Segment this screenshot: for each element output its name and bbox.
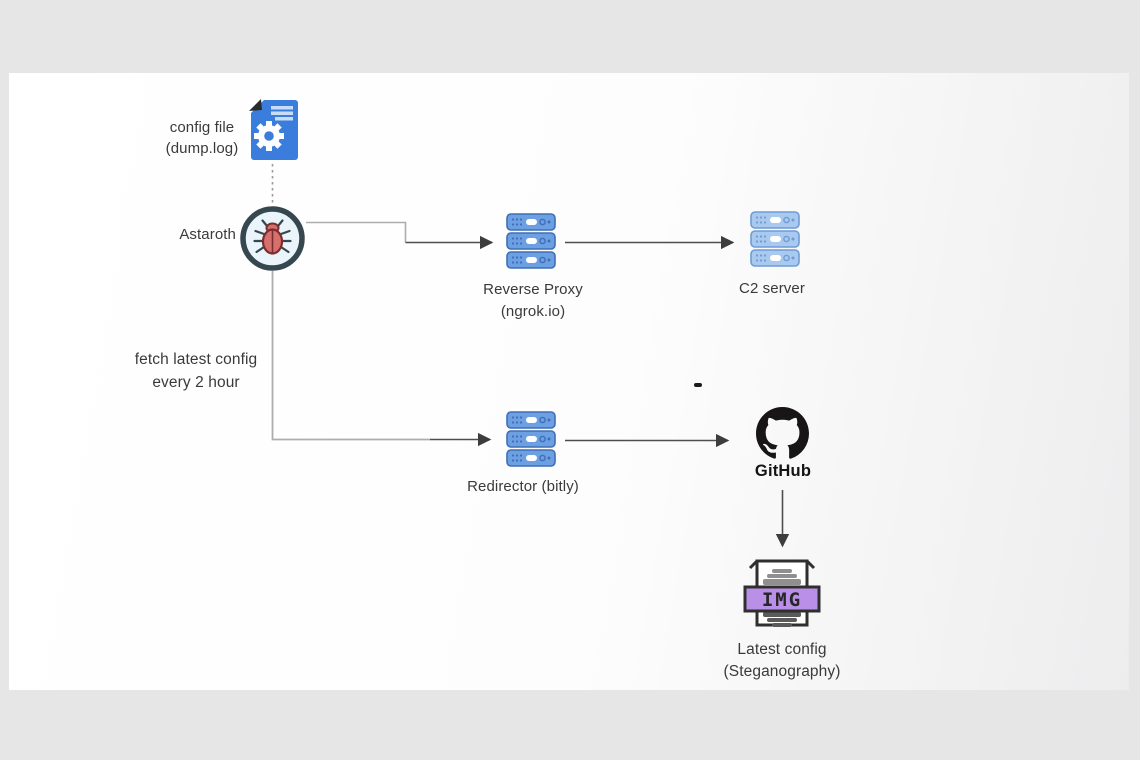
img-stamp-text: IMG (762, 589, 802, 611)
c2-server-label-text: C2 server (739, 280, 805, 297)
astaroth-label: Astaroth (146, 224, 236, 245)
gear-glyph (254, 121, 284, 151)
reverse-proxy-label-line1: Reverse Proxy (483, 281, 583, 298)
astaroth-label-text: Astaroth (179, 226, 236, 243)
redirector-label: Redirector (bitly) (448, 476, 598, 497)
config-file-label-line2: (dump.log) (165, 140, 239, 157)
latest-config-label-line1: Latest config (737, 641, 827, 658)
config-file-label-line1: config file (169, 119, 235, 136)
redirector-label-text: Redirector (bitly) (467, 478, 579, 495)
config-file-label: config file (dump.log) (138, 117, 266, 159)
github-octocat-icon (756, 407, 809, 459)
reverse-proxy-label: Reverse Proxy (ngrok.io) (458, 279, 608, 323)
server-stack-icon (750, 211, 800, 267)
fetch-config-annotation-line2: every 2 hour (152, 374, 240, 391)
c2-server-label: C2 server (697, 278, 847, 299)
stray-mark-dot (694, 383, 702, 387)
server-stack-icon (506, 411, 556, 467)
photo-placeholder-shape-bottom (763, 612, 801, 627)
fetch-config-annotation: fetch latest config every 2 hour (106, 348, 286, 394)
latest-config-label: Latest config (Steganography) (696, 639, 868, 683)
github-label-text: GitHub (754, 462, 812, 480)
img-ribbon (743, 585, 821, 613)
document-gear-icon (249, 99, 298, 160)
latest-config-label-line2: (Steganography) (723, 663, 841, 680)
fetch-config-annotation-line1: fetch latest config (134, 351, 258, 368)
github-label: GitHub (733, 461, 833, 482)
server-stack-icon (506, 213, 556, 269)
reverse-proxy-label-line2: (ngrok.io) (500, 303, 566, 320)
image-file-icon: IMG (743, 559, 821, 627)
bug-icon (240, 206, 305, 271)
photo-placeholder-shape (763, 569, 801, 585)
diagram-content-area (9, 73, 1129, 690)
